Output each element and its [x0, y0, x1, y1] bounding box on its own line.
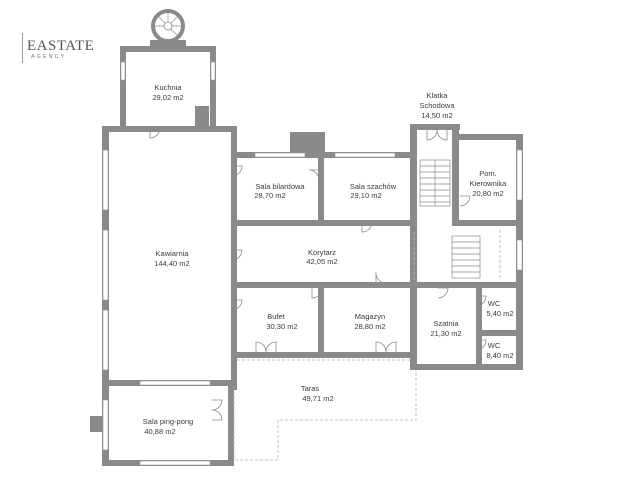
- room-labels: Kuchnia 29,02 m2 Klatka Schodowa 14,50 m…: [143, 83, 514, 436]
- svg-text:Klatka: Klatka: [427, 91, 449, 100]
- svg-text:Bufet: Bufet: [267, 312, 285, 321]
- room-label-kuchnia: Kuchnia 29,02 m2: [152, 83, 183, 102]
- svg-text:Kierownika: Kierownika: [470, 179, 508, 188]
- room-label-sala-ping-pong: Sala ping-pong 40,88 m2: [143, 417, 193, 436]
- svg-text:Kawiarnia: Kawiarnia: [156, 249, 190, 258]
- room-label-magazyn: Magazyn 28,80 m2: [354, 312, 385, 331]
- windows: [102, 61, 523, 466]
- stairs: [300, 133, 481, 279]
- svg-text:Korytarz: Korytarz: [308, 248, 336, 257]
- svg-text:20,80 m2: 20,80 m2: [472, 189, 503, 198]
- svg-text:29,02 m2: 29,02 m2: [152, 93, 183, 102]
- svg-text:5,40 m2: 5,40 m2: [486, 309, 513, 318]
- svg-text:40,88 m2: 40,88 m2: [144, 427, 175, 436]
- svg-text:WC: WC: [488, 299, 501, 308]
- room-label-sala-bilardowa: Sala bilardowa 28,70 m2: [254, 182, 305, 200]
- svg-text:30,30 m2: 30,30 m2: [266, 322, 297, 331]
- svg-text:28,70 m2: 28,70 m2: [254, 191, 285, 200]
- svg-text:Kuchnia: Kuchnia: [154, 83, 182, 92]
- svg-text:Pom.: Pom.: [479, 169, 497, 178]
- room-label-klatka-schodowa: Klatka Schodowa 14,50 m2: [419, 91, 455, 120]
- room-label-korytarz: Korytarz 42,05 m2: [306, 248, 337, 266]
- svg-text:144,40 m2: 144,40 m2: [154, 259, 189, 268]
- room-label-sala-szachow: Sala szachów 29,10 m2: [350, 182, 397, 200]
- svg-text:Szatnia: Szatnia: [433, 319, 459, 328]
- svg-text:Sala szachów: Sala szachów: [350, 182, 397, 191]
- room-label-bufet: Bufet 30,30 m2: [266, 312, 297, 331]
- round-stair-tower: [151, 9, 185, 43]
- svg-text:Sala ping-pong: Sala ping-pong: [143, 417, 193, 426]
- svg-text:WC: WC: [488, 341, 501, 350]
- terrace-outline: [233, 230, 501, 461]
- svg-text:21,30 m2: 21,30 m2: [430, 329, 461, 338]
- svg-text:42,05 m2: 42,05 m2: [306, 257, 337, 266]
- logo-name: EASTATE: [27, 38, 94, 54]
- logo: EASTATE AGENCY: [22, 33, 94, 63]
- svg-text:29,10 m2: 29,10 m2: [350, 191, 381, 200]
- svg-text:Sala bilardowa: Sala bilardowa: [255, 182, 305, 191]
- room-label-taras: Taras 49,71 m2: [301, 384, 334, 403]
- svg-text:14,50 m2: 14,50 m2: [421, 111, 452, 120]
- logo-tagline: AGENCY: [31, 54, 66, 60]
- svg-text:Taras: Taras: [301, 384, 320, 393]
- svg-text:49,71 m2: 49,71 m2: [302, 394, 333, 403]
- svg-text:8,40 m2: 8,40 m2: [486, 351, 513, 360]
- room-label-kawiarnia: Kawiarnia 144,40 m2: [154, 249, 189, 268]
- svg-text:Schodowa: Schodowa: [419, 101, 455, 110]
- doors: [149, 127, 487, 421]
- svg-text:Magazyn: Magazyn: [355, 312, 385, 321]
- svg-text:28,80 m2: 28,80 m2: [354, 322, 385, 331]
- room-label-szatnia: Szatnia 21,30 m2: [430, 319, 461, 338]
- room-label-pom-kierownika: Pom. Kierownika 20,80 m2: [470, 169, 508, 198]
- room-label-wc-1: WC 5,40 m2: [486, 299, 513, 318]
- room-label-wc-2: WC 8,40 m2: [486, 341, 513, 360]
